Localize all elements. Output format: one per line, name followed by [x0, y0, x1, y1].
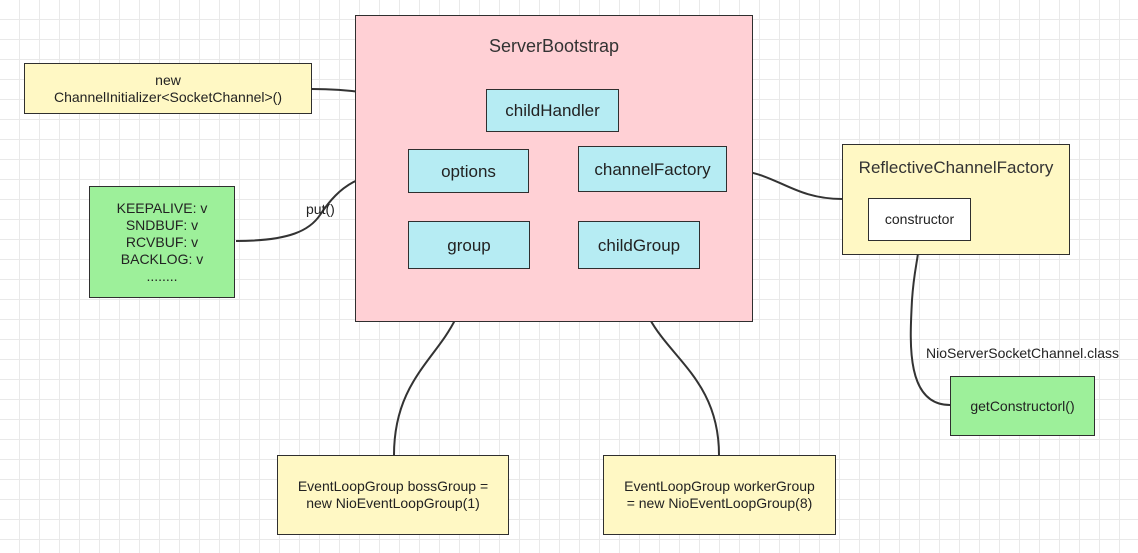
channel-factory-box: channelFactory [578, 146, 727, 192]
nio-server-socket-channel-label: NioServerSocketChannel.class [926, 345, 1119, 361]
reflective-channel-factory-title: ReflectiveChannelFactory [858, 158, 1054, 177]
get-constructor-box: getConstructorl() [950, 376, 1095, 436]
server-bootstrap-title: ServerBootstrap [488, 36, 620, 56]
channel-initializer-box: new ChannelInitializer<SocketChannel>() [24, 63, 312, 114]
group-box: group [408, 221, 530, 269]
child-handler-box: childHandler [486, 89, 619, 132]
put-label: put() [306, 201, 335, 217]
options-box: options [408, 149, 529, 193]
boss-group-box: EventLoopGroup bossGroup = new NioEventL… [277, 455, 509, 535]
child-group-box: childGroup [578, 221, 700, 269]
arrow-getconstructor-to-constructor [909, 244, 951, 406]
socket-options-box: KEEPALIVE: v SNDBUF: v RCVBUF: v BACKLOG… [89, 186, 235, 298]
constructor-box: constructor [868, 198, 971, 241]
worker-group-box: EventLoopGroup workerGroup = new NioEven… [603, 455, 836, 535]
